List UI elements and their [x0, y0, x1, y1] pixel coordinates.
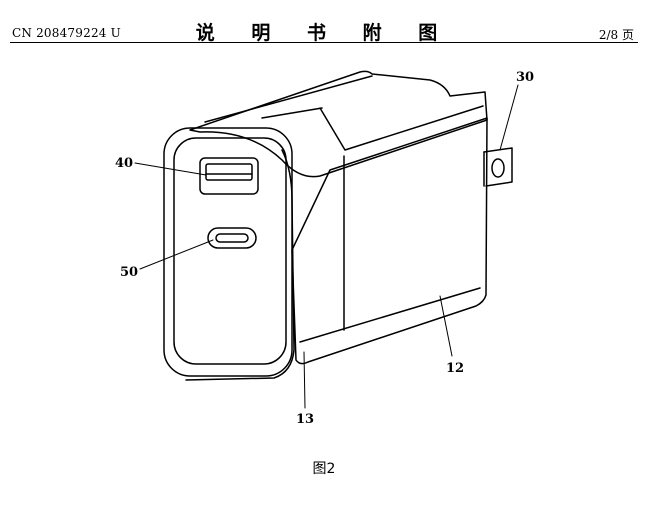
- leader-line-30: [499, 84, 519, 151]
- leader-line-13: [303, 351, 306, 409]
- housing-seam-lines: [204, 75, 484, 343]
- page-number: 2/8 页: [598, 28, 634, 42]
- plug-prong: [483, 147, 513, 187]
- usb-a-port: [199, 157, 259, 195]
- section-title: 说 明 书 附 图: [195, 22, 453, 44]
- usb-c-port-tongue: [215, 233, 249, 243]
- housing-top-face: [189, 70, 488, 178]
- publication-number: CN 208479224 U: [12, 26, 121, 40]
- leader-line-50: [139, 239, 214, 270]
- plug-prong-hole: [491, 158, 505, 178]
- leader-line-40: [134, 162, 207, 176]
- housing-side-face: [291, 117, 488, 365]
- ref-label-housing: 12: [446, 361, 464, 376]
- page-header: CN 208479224 U 说 明 书 附 图 2/8 页: [0, 0, 648, 44]
- ref-label-front-cover: 13: [296, 412, 314, 427]
- ref-label-plug-prong: 30: [516, 70, 534, 85]
- ref-label-usb-c-port: 50: [120, 265, 138, 280]
- figure-caption: 图2: [312, 461, 336, 477]
- ref-label-usb-a-port: 40: [115, 156, 133, 171]
- usb-a-port-tongue: [205, 163, 253, 181]
- patent-drawing: 40 50 30 12 13: [115, 70, 534, 427]
- front-face: [173, 137, 287, 365]
- header-rule: [10, 42, 638, 43]
- usb-c-port: [207, 227, 257, 249]
- front-cover-edge: [185, 149, 295, 381]
- leader-line-12: [439, 295, 453, 357]
